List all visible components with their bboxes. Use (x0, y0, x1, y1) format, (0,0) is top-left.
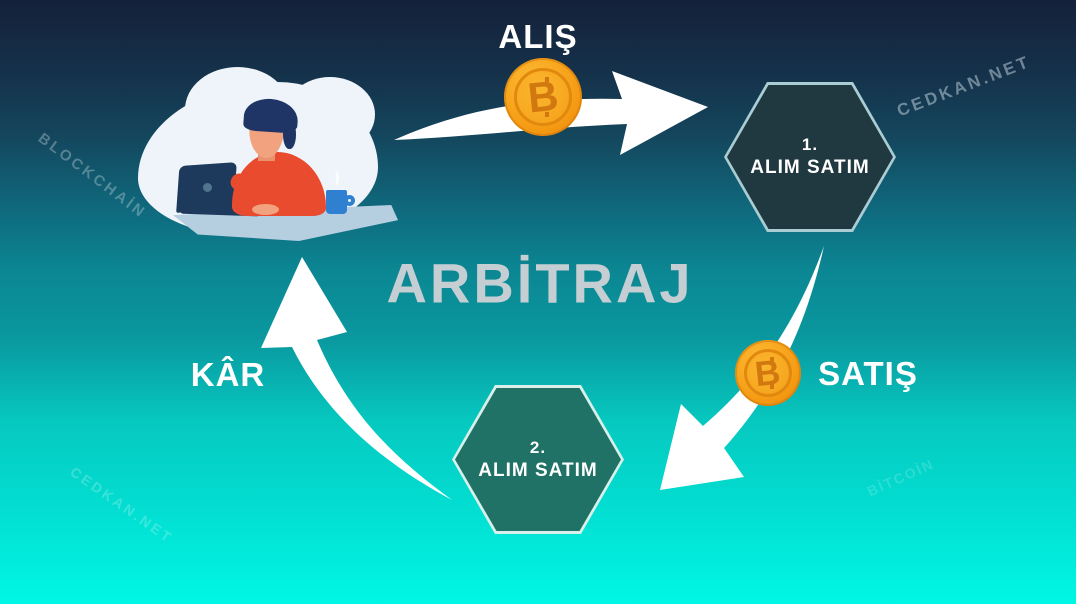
node-number: 1. (801, 135, 819, 154)
mug-handle (344, 195, 355, 206)
bitcoin-b-symbol: B (753, 352, 783, 394)
node-number: 2. (529, 437, 547, 457)
person-hair (283, 117, 296, 149)
background-blob (285, 77, 375, 152)
bitcoin-coin-icon: B (735, 340, 801, 406)
bitcoin-b-symbol: B (525, 71, 561, 122)
person-illustration (125, 65, 410, 250)
bitcoin-coin-face: B (514, 68, 572, 126)
bitcoin-tick (545, 111, 550, 117)
watermark-cedkan-bottom: CEDKAN.NET (67, 463, 177, 547)
page-title: ARBİTRAJ (386, 251, 694, 315)
person-hand (252, 204, 279, 215)
node-label: ALIM SATIM (750, 157, 870, 178)
bitcoin-tick (769, 384, 774, 390)
coffee-mug-icon (326, 190, 347, 214)
hexagon-node-1-body: 1. ALIM SATIM (727, 85, 893, 229)
hexagon-node-2: 2. ALIM SATIM (452, 385, 624, 534)
hexagon-node-1: 1. ALIM SATIM (724, 82, 896, 232)
sell-label: SATIŞ (818, 355, 918, 392)
bitcoin-coin-icon: B (504, 58, 582, 136)
steam-wisp (331, 170, 339, 186)
laptop-logo-dot (203, 183, 212, 192)
watermark-cedkan-top: CEDKAN.NET (894, 51, 1034, 121)
hexagon-node-2-body: 2. ALIM SATIM (455, 388, 621, 531)
node-label: ALIM SATIM (478, 459, 598, 481)
bitcoin-coin-face: B (743, 348, 793, 398)
watermark-bitcoin: BİTCOİN (864, 455, 937, 500)
buy-label: ALIŞ (498, 18, 578, 55)
profit-label: KÂR (190, 356, 266, 393)
